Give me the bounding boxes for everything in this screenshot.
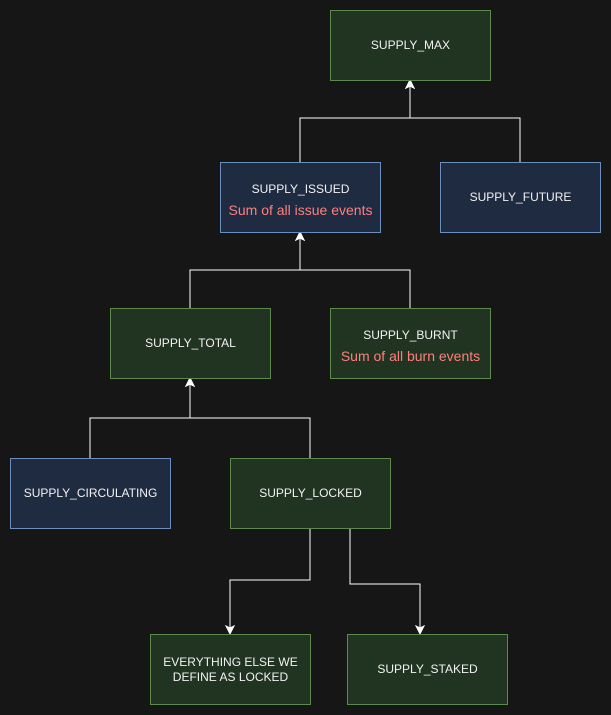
edge-total-to-issued <box>189 232 301 308</box>
node-label: SUPPLY_BURNT <box>363 328 458 342</box>
node-supply-issued[interactable]: SUPPLY_ISSUED Sum of all issue events <box>220 162 381 233</box>
node-supply-future[interactable]: SUPPLY_FUTURE <box>440 162 601 233</box>
node-label: SUPPLY_TOTAL <box>145 336 236 350</box>
node-label: SUPPLY_FUTURE <box>469 190 572 204</box>
node-supply-staked[interactable]: SUPPLY_STAKED <box>347 634 508 705</box>
edge-burnt-to-issued <box>299 232 411 308</box>
node-annotation: Sum of all burn events <box>340 348 481 364</box>
edge-burnt-to-issued-arrowhead <box>294 230 306 242</box>
node-label: SUPPLY_ISSUED <box>251 182 350 196</box>
node-everything-else[interactable]: EVERYTHING ELSE WE DEFINE AS LOCKED <box>150 634 311 705</box>
node-supply-circulating[interactable]: SUPPLY_CIRCULATING <box>10 458 171 529</box>
edge-locked-to-total <box>189 378 311 458</box>
edge-locked-to-staked <box>349 528 421 634</box>
edge-issued-to-max <box>299 80 411 162</box>
edge-locked-to-total-arrowhead <box>184 376 196 388</box>
node-label: SUPPLY_STAKED <box>377 662 478 676</box>
edge-future-to-max <box>409 80 521 162</box>
node-label: SUPPLY_CIRCULATING <box>23 486 158 500</box>
node-supply-max[interactable]: SUPPLY_MAX <box>330 10 491 81</box>
node-label: SUPPLY_LOCKED <box>259 486 362 500</box>
node-label: SUPPLY_MAX <box>370 38 451 52</box>
node-supply-burnt[interactable]: SUPPLY_BURNT Sum of all burn events <box>330 308 491 379</box>
edge-locked-to-everything <box>229 528 311 634</box>
node-supply-locked[interactable]: SUPPLY_LOCKED <box>230 458 391 529</box>
edge-locked-to-staked-arrowhead <box>414 624 426 636</box>
node-label: EVERYTHING ELSE WE DEFINE AS LOCKED <box>163 654 298 684</box>
node-annotation: Sum of all issue events <box>228 202 373 218</box>
edge-future-to-max-arrowhead <box>404 78 416 90</box>
edge-locked-to-everything-arrowhead <box>224 624 236 636</box>
node-supply-total[interactable]: SUPPLY_TOTAL <box>110 308 271 379</box>
edge-circulating-to-total <box>89 378 191 458</box>
